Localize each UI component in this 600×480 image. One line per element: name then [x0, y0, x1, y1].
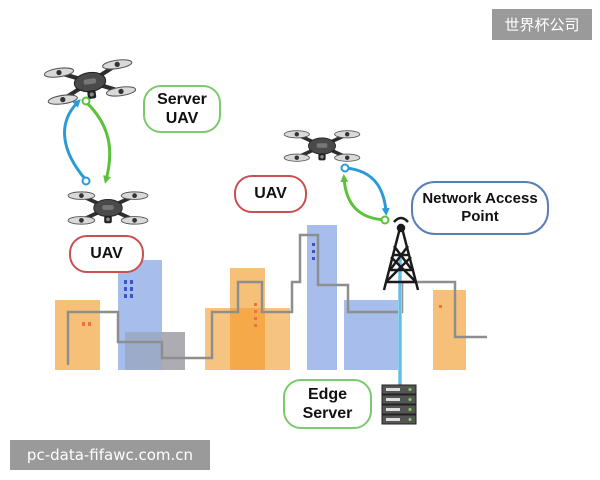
uav-left-label: UAV	[69, 235, 144, 273]
network-access-point-label: Network Access Point	[411, 181, 549, 235]
building-blue-2	[125, 332, 185, 370]
building-orange-overlap	[230, 308, 265, 370]
watermark-bottom-left: pc-data-fifawc.com.cn	[10, 440, 210, 470]
server-uav-label: Server UAV	[143, 85, 221, 133]
drone-icon-server-uav	[44, 58, 136, 106]
network-access-point-text: Network Access Point	[422, 190, 538, 225]
building-blue-4	[344, 300, 400, 370]
edge-server-label: Edge Server	[283, 379, 372, 429]
building-orange-1	[55, 300, 100, 370]
building-blue-3	[307, 225, 337, 370]
uplink-arrow-green-middle	[340, 174, 385, 222]
uav-middle-label: UAV	[234, 175, 307, 213]
building-windows-orange	[82, 303, 442, 327]
building-orange-4	[433, 290, 466, 370]
downlink-arrow-green-left	[84, 100, 112, 184]
edge-server-text: Edge Server	[302, 385, 353, 422]
uplink-arrow-blue-left	[63, 99, 88, 181]
downlink-arrow-blue-middle	[344, 166, 390, 216]
server-uav-text: Server UAV	[157, 90, 207, 127]
server-rack-icon	[381, 384, 417, 425]
drone-icon-uav-middle	[282, 128, 362, 164]
watermark-top-right: 世界杯公司	[492, 9, 592, 40]
building-windows	[124, 243, 315, 298]
cell-tower-icon	[382, 216, 420, 291]
uav-middle-text: UAV	[254, 185, 287, 203]
uav-left-text: UAV	[90, 245, 123, 263]
drone-icon-uav-left	[66, 189, 150, 227]
